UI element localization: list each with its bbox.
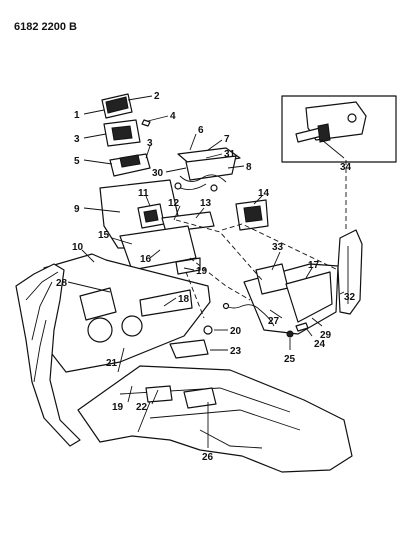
- switch-tray: [83, 145, 151, 177]
- callout-26: 26: [202, 452, 214, 463]
- callout-17: 17: [308, 260, 320, 271]
- callout-14: 14: [258, 188, 270, 199]
- callout-27: 27: [268, 316, 280, 327]
- callout-1: 1: [74, 110, 80, 121]
- callout-20: 20: [230, 326, 242, 337]
- callout-3b: 3: [147, 138, 153, 149]
- callout-7: 7: [224, 134, 230, 145]
- diagram-code: 6182 2200 B: [14, 21, 77, 33]
- callout-19b: 19: [112, 402, 124, 413]
- lower-bezel-panel: [111, 225, 201, 275]
- callout-33: 33: [272, 242, 284, 253]
- callout-4: 4: [170, 111, 176, 122]
- floor-fasteners: [117, 347, 159, 405]
- callout-28: 28: [56, 278, 68, 289]
- instrument-panel: [43, 249, 211, 373]
- callout-10: 10: [72, 242, 84, 253]
- floor-bracket: [169, 325, 228, 359]
- callout-21: 21: [106, 358, 118, 369]
- callout-22: 22: [136, 402, 148, 413]
- door-frame: [15, 263, 81, 447]
- callout-31: 31: [224, 149, 236, 160]
- callout-25: 25: [284, 354, 296, 365]
- callout-32: 32: [344, 292, 356, 303]
- rear-console-box: [222, 251, 339, 335]
- callout-29: 29: [320, 330, 332, 341]
- callout-30: 30: [152, 168, 164, 179]
- callout-6: 6: [198, 125, 204, 136]
- callout-34: 34: [340, 162, 352, 173]
- floor-tunnel: [77, 365, 353, 473]
- callout-5: 5: [74, 156, 80, 167]
- callout-2: 2: [154, 91, 160, 102]
- callout-23: 23: [230, 346, 242, 357]
- callout-15: 15: [98, 230, 110, 241]
- callout-12: 12: [168, 198, 180, 209]
- callout-24: 24: [314, 339, 326, 350]
- callout-3: 3: [74, 134, 80, 145]
- assembly-guide-lines: [175, 160, 347, 319]
- callout-18: 18: [178, 294, 190, 305]
- callout-13: 13: [200, 198, 212, 209]
- callout-19: 19: [196, 266, 208, 277]
- armrest-lid: [337, 229, 363, 315]
- console-fasteners: [286, 322, 313, 350]
- switch-housing-upper: [83, 93, 153, 119]
- callout-8: 8: [246, 162, 252, 173]
- detail-inset: [281, 95, 397, 163]
- callout-labels: 1 2 3 4 5 3 6 7 31 30 8 9 11 12 13 14 15…: [56, 91, 356, 463]
- switch-bezel: [83, 115, 169, 147]
- callout-9: 9: [74, 204, 80, 215]
- callout-11: 11: [138, 188, 149, 199]
- cup-holder-insert: [235, 195, 269, 231]
- console-bracket: [165, 133, 245, 192]
- callout-16: 16: [140, 254, 152, 265]
